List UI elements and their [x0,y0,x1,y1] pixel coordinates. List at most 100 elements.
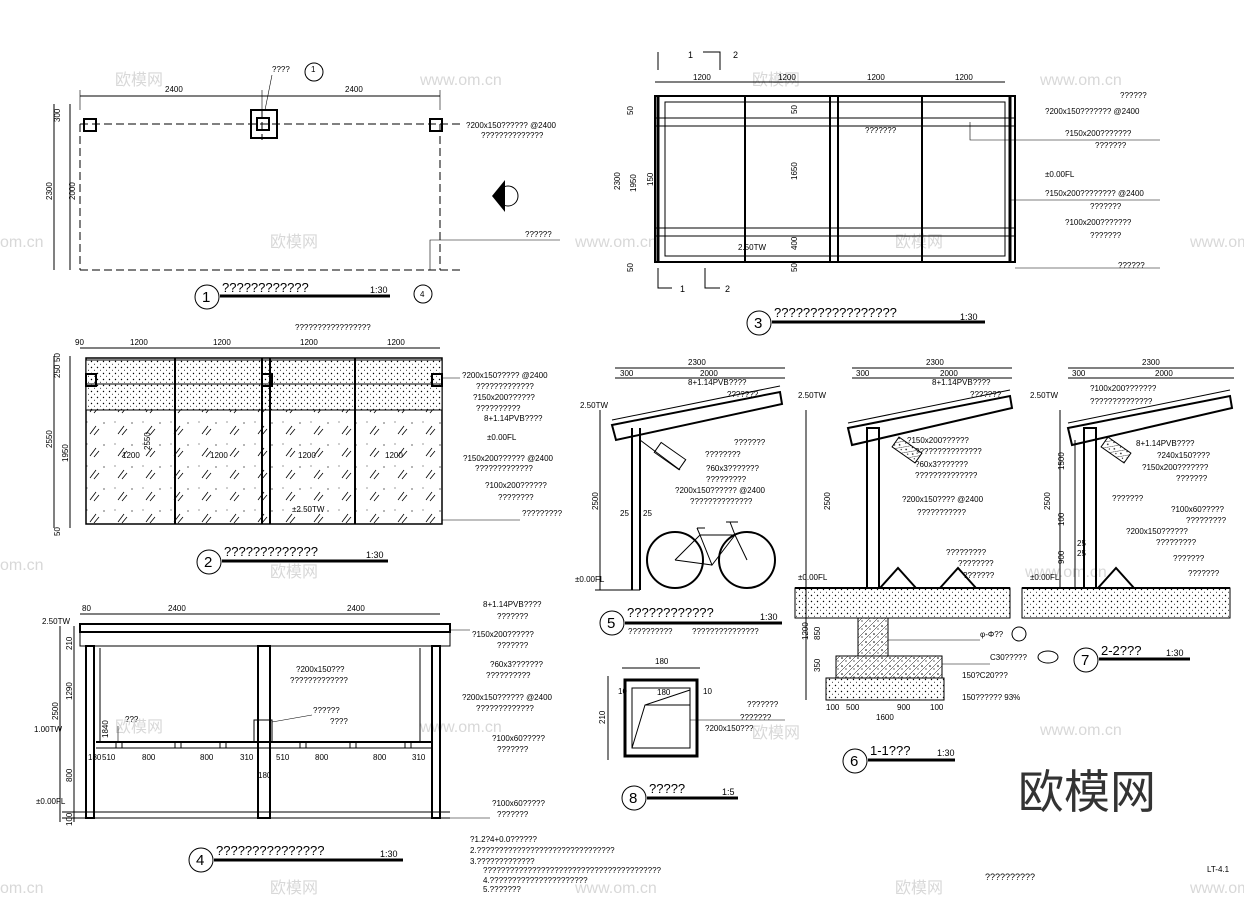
v8-title: ????? [649,781,685,796]
view-8-column-detail: 180 10 180 10 210 ??????? ??????? ?200x1… [598,657,785,811]
v6-label-15: 150?????? 93% [962,693,1020,702]
watermark-1: 欧模网 [115,71,163,89]
v3-mark-1: 1 [688,50,693,60]
v6-dim-top-3: 2000 [940,369,958,378]
v6-label-1: 8+1.14PVB???? [932,378,991,387]
v7-label-9: ????????? [1186,516,1227,525]
v1-dim-left-2: 2000 [68,182,77,200]
v2-title: ????????????? [224,544,318,559]
v6-label-11: ??????? [963,571,995,580]
brand-logo: 欧模网 [1018,765,1156,819]
v2-dim-top-3: 1200 [213,338,231,347]
v4-dim-left-1: 210 [65,636,74,650]
v2-inner-2: 1200 [210,451,228,460]
v4-dim-bot-10: 310 [412,753,426,762]
v4-dim-bot-7: 510 [276,753,290,762]
v7-dim-left-1: 2500 [1043,492,1052,510]
v5-title: ???????????? [627,605,714,620]
v7-label-7: ??????? [1112,494,1144,503]
v4-dim-top-2: 2400 [168,604,186,613]
v7-scale: 1:30 [1166,648,1184,658]
v2-dim-left-1: 50 [53,353,62,362]
v3-label-4: ?150x200??????? [1065,129,1132,138]
bicycle-icon [646,521,776,589]
v4-dim-bot-2: 510 [102,753,116,762]
v4-label-9: ?100x60????? [492,734,545,743]
v2-label-7: ±0.00FL [487,433,517,442]
v2-dim-left-2: 250 [53,364,62,378]
note-5: 4.?????????????????????? [483,876,588,885]
v5-label-8: ?????????????? [690,497,753,506]
v7-label-13: ??????? [1188,569,1220,578]
v8-dim-2: 10 [618,687,627,696]
v7-dim-top-1: 2300 [1142,358,1160,367]
v4-label-13: ?200x150??? [296,665,345,674]
v4-level-2: 1.00TW [34,725,62,734]
v6-scale: 1:30 [937,748,955,758]
v3-dim-left-2: 150 [646,172,655,186]
v6-label-12: φ-Φ?? [980,630,1004,639]
v6-title: 1-1??? [870,743,910,758]
v6-label-7: ?200x150???? @2400 [902,495,984,504]
v6-dim-bot-3: 900 [897,703,911,712]
v6-dim-left-1: 2500 [823,492,832,510]
v1-num: 1 [202,289,210,306]
v4-dim-top-3: 2400 [347,604,365,613]
v7-label-5: ?150x200??????? [1142,463,1209,472]
v4-label-16: ???? [330,717,348,726]
v2-dim-left-5: 50 [53,527,62,536]
v4-dim-bot-6: 180 [258,771,272,780]
v2-num: 2 [204,554,212,571]
v3-label-8: ??????? [1090,202,1122,211]
v8-num: 8 [629,790,637,807]
v3-label-10: ??????? [1090,231,1122,240]
v7-label-12: ??????? [1173,554,1205,563]
v8-dim-5: 210 [598,710,607,724]
v5-label-2: ??????? [727,390,759,399]
v3-mark-2: 2 [733,50,738,60]
v6-dim-top-2: 300 [856,369,870,378]
v3-dim-top-1: 1200 [693,73,711,82]
v2-dim-left-4: 2550 [45,430,54,448]
v2-label-3: ????????????? [476,382,534,391]
v6-label-2: ??????? [970,390,1002,399]
v2-label-6: 8+1.14PVB???? [484,414,543,423]
v3-scale: 1:30 [960,312,978,322]
v3-label-3: ??????? [865,126,897,135]
v2-inner-3: 1200 [298,451,316,460]
note-1: ?1.2?4+0.0?????? [470,835,538,844]
v4-label-11: ?100x60????? [492,799,545,808]
watermark-9: www.om.cn [1189,234,1244,251]
v6-label-9: ????????? [946,548,987,557]
v3-label-2: ?200x150??????? @2400 [1045,107,1140,116]
v4-scale: 1:30 [380,849,398,859]
v4-dim-left-5: 800 [65,768,74,782]
v4-dim-left-3: 2500 [51,702,60,720]
v4-dim-bot-9: 800 [373,753,387,762]
v5-label-9: ?????????? [628,627,673,636]
v7-dim-left-2: 1500 [1057,452,1066,470]
v8-label-3: ?200x150??? [705,724,754,733]
v5-dim-top-2: 300 [620,369,634,378]
v2-label-9: ????????????? [475,464,533,473]
v8-label-1: ??????? [747,700,779,709]
v2-scale: 1:30 [366,550,384,560]
v3-label-11: ?????? [1118,261,1145,270]
v4-label-15: ?????? [313,706,340,715]
v3-dim-top-4: 1200 [955,73,973,82]
v8-dim-1: 180 [655,657,669,666]
v3-dim-top-2: 1200 [778,73,796,82]
watermark-16: www.om.cn [1039,722,1122,739]
v7-label-2: ?????????????? [1090,397,1153,406]
v4-dim-bot-4: 800 [200,753,214,762]
v4-dim-left-4: 1840 [101,720,110,738]
v2-dim-left-3: 1950 [61,444,70,462]
note-3: 3.????????????? [470,857,535,866]
v4-rail-posts [115,741,412,749]
watermark-13: 欧模网 [115,718,163,736]
v5-dim-height: 2500 [591,492,600,510]
v2-label-5: ?????????? [476,404,521,413]
v3-dim-left-3: 2300 [613,172,622,190]
